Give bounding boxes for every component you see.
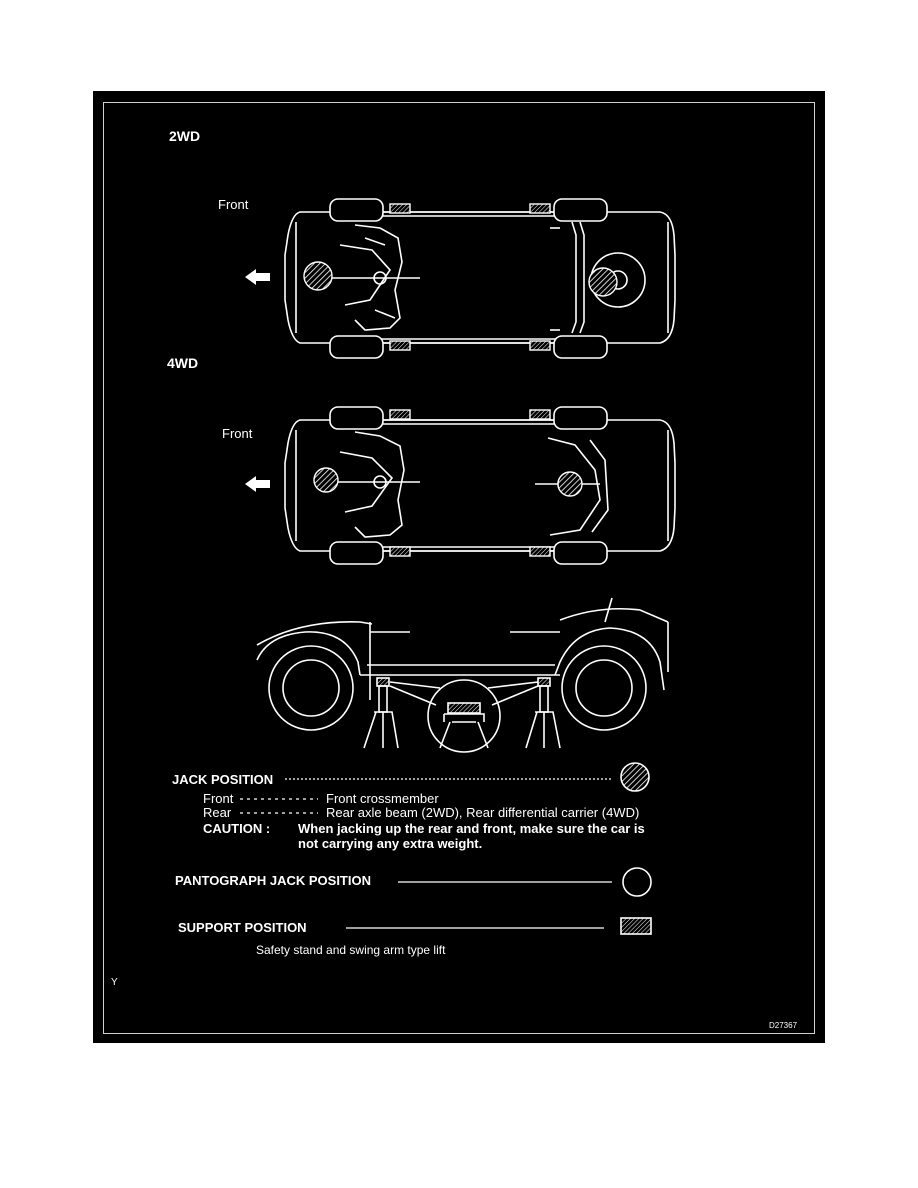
car-top-view-4wd — [284, 406, 676, 565]
corner-mark: Y — [111, 977, 118, 988]
safety-stand-front — [363, 677, 399, 749]
pantograph-jack-symbol — [622, 867, 652, 897]
support-description: Safety stand and swing arm type lift — [256, 943, 446, 957]
rear-label: Rear — [203, 805, 232, 820]
car-side-view — [256, 597, 669, 731]
front-arrow-4wd — [245, 476, 270, 492]
front-label: Front — [203, 791, 234, 806]
jack-point-markers-2wd — [303, 203, 618, 351]
jack-position-symbol — [620, 762, 650, 792]
front-description: Front crossmember — [326, 791, 439, 806]
front-arrow-2wd — [245, 269, 270, 285]
pantograph-jack-label: PANTOGRAPH JACK POSITION — [175, 873, 371, 888]
car-top-view-2wd — [284, 198, 676, 359]
support-position-label: SUPPORT POSITION — [178, 920, 307, 935]
caution-text-line2: not carrying any extra weight. — [298, 836, 483, 851]
stand-detail-callout — [389, 679, 539, 753]
rear-description: Rear axle beam (2WD), Rear differential … — [326, 805, 640, 820]
figure-code: D27367 — [769, 1021, 798, 1030]
jack-point-markers-4wd — [313, 409, 583, 557]
section-heading-2wd: 2WD — [169, 128, 201, 144]
jack-position-label: JACK POSITION — [172, 772, 274, 787]
section-heading-4wd: 4WD — [167, 355, 199, 371]
caution-label: CAUTION : — [203, 821, 271, 836]
legend-graphics — [240, 762, 652, 935]
figure-inner-border — [103, 102, 815, 1034]
front-label-4wd: Front — [222, 426, 253, 441]
figure-frame — [93, 91, 825, 1043]
front-label-2wd: Front — [218, 197, 249, 212]
support-position-symbol — [620, 917, 652, 935]
caution-text-line1: When jacking up the rear and front, make… — [298, 821, 645, 836]
